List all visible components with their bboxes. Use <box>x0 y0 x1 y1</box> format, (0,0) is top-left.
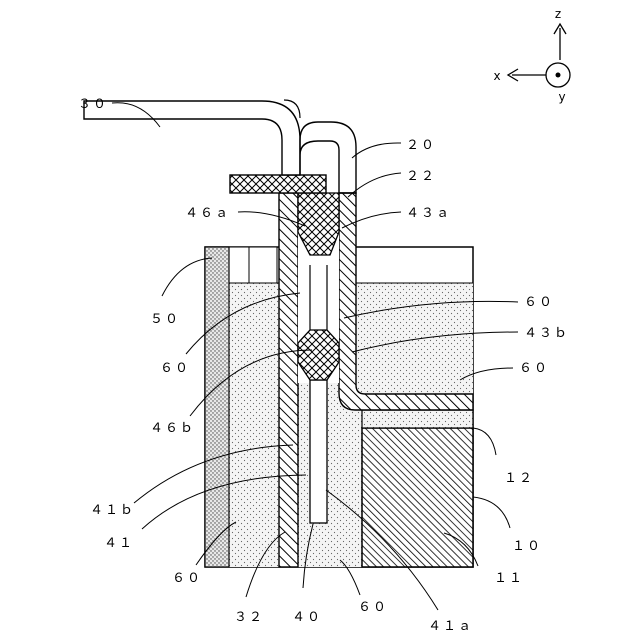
label-30: ３０ <box>78 97 108 112</box>
layer-12 <box>362 410 473 428</box>
label-41a: ４１ａ <box>428 619 473 634</box>
label-40: ４０ <box>292 610 322 625</box>
label-20: ２０ <box>406 138 436 153</box>
label-46b: ４６ｂ <box>150 421 195 436</box>
label-60-bottom-mid: ６０ <box>358 600 388 615</box>
label-32: ３２ <box>234 610 264 625</box>
label-12: １２ <box>504 471 534 486</box>
label-43a: ４３ａ <box>406 206 451 221</box>
label-46a: ４６ａ <box>185 206 230 221</box>
label-60-upper: ６０ <box>524 295 554 310</box>
axis-z-label: z <box>555 7 561 21</box>
label-41: ４１ <box>104 536 134 551</box>
electrode-11 <box>362 428 473 567</box>
label-10: １０ <box>512 539 542 554</box>
tube-32 <box>279 193 298 567</box>
label-43b: ４３ｂ <box>524 326 569 341</box>
label-60-left-mid: ６０ <box>160 361 190 376</box>
label-60-bottom-left: ６０ <box>172 571 202 586</box>
separator-50 <box>205 247 229 567</box>
label-11: １１ <box>494 571 524 586</box>
label-41b: ４１ｂ <box>90 503 135 518</box>
label-60-right: ６０ <box>519 361 549 376</box>
label-22: ２２ <box>406 169 436 184</box>
rod-40 <box>310 380 327 523</box>
pipe-30 <box>84 101 300 175</box>
axis-indicator: z x y <box>493 7 570 104</box>
cap-22 <box>230 175 326 193</box>
label-50: ５０ <box>150 312 180 327</box>
axis-x-label: x <box>493 69 500 83</box>
axis-y-label: y <box>558 90 565 104</box>
